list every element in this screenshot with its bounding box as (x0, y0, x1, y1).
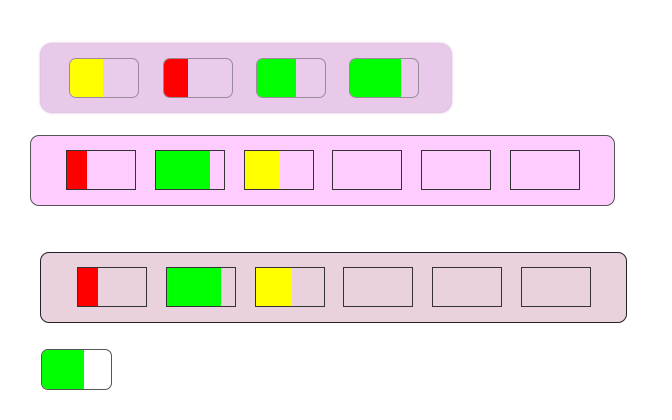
battery-level-fill (245, 151, 279, 189)
battery-indicator-standalone (41, 349, 112, 390)
battery-indicator-1-4 (349, 58, 419, 98)
battery-level-fill (257, 59, 297, 97)
battery-level-fill (78, 268, 99, 306)
battery-level-fill (350, 59, 401, 97)
battery-indicator-2-1 (66, 150, 136, 190)
battery-level-fill (256, 268, 293, 306)
battery-indicator-3-3 (255, 267, 325, 307)
battery-level-fill (156, 151, 211, 189)
battery-indicator-2-6 (510, 150, 580, 190)
battery-indicator-2-5 (421, 150, 491, 190)
battery-indicator-2-4 (332, 150, 402, 190)
battery-level-fill (167, 268, 222, 306)
battery-indicator-1-3 (256, 58, 326, 98)
battery-indicator-1-2 (163, 58, 233, 98)
battery-indicator-1-1 (69, 58, 139, 98)
battery-indicator-3-2 (166, 267, 236, 307)
battery-level-fill (42, 350, 85, 389)
battery-indicator-3-6 (521, 267, 591, 307)
battery-level-fill (70, 59, 103, 97)
battery-indicator-3-4 (343, 267, 413, 307)
battery-level-fill (67, 151, 88, 189)
battery-indicator-3-5 (432, 267, 502, 307)
battery-indicator-2-2 (155, 150, 225, 190)
battery-indicator-3-1 (77, 267, 147, 307)
battery-indicator-2-3 (244, 150, 314, 190)
battery-level-fill (164, 59, 188, 97)
